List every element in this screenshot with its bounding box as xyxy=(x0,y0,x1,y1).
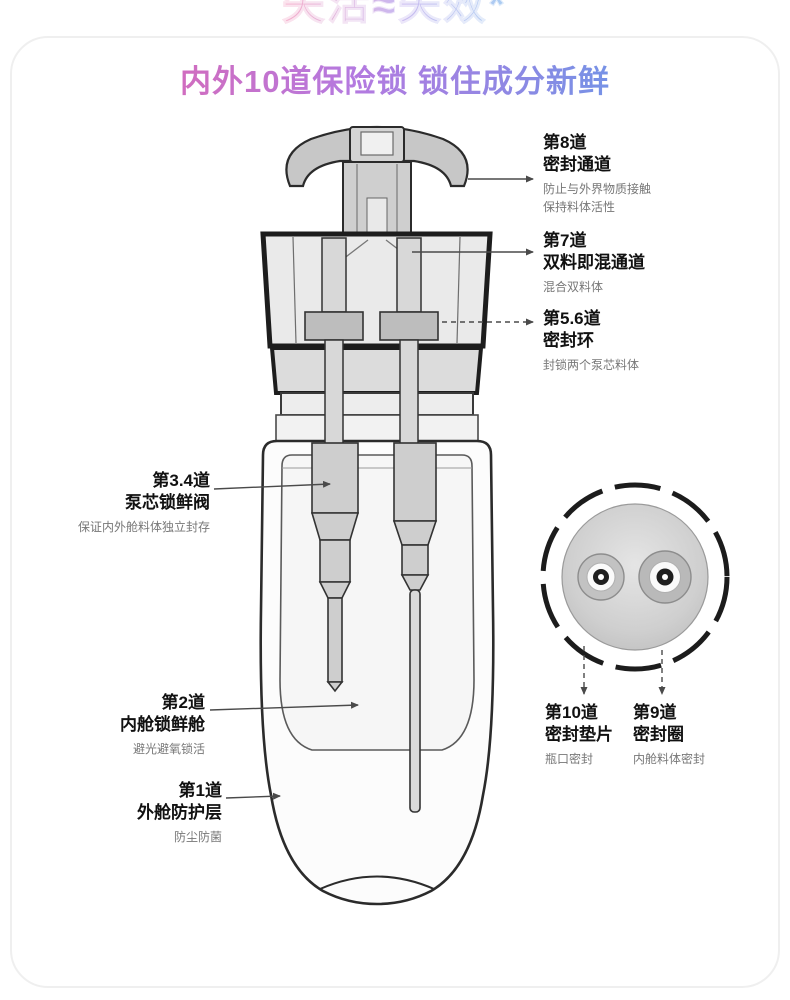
callout-lock34-name: 泵芯锁鲜阀 xyxy=(125,493,210,513)
callout-lock56-name: 密封环 xyxy=(543,331,594,351)
callout-lock8-title: 第8道 xyxy=(543,133,587,152)
top-tagline: 失活≈失效* xyxy=(282,0,507,26)
callout-lock8-name: 密封通道 xyxy=(543,155,611,175)
callout-lock10-desc1: 瓶口密封 xyxy=(545,752,594,767)
callout-lock8-desc1: 防止与外界物质接触 xyxy=(543,182,652,197)
callout-lock34-title: 第3.4道 xyxy=(152,471,210,490)
tagline-wrap: 失活≈失效* xyxy=(0,0,790,32)
callout-lock10-name: 密封垫片 xyxy=(545,725,613,745)
callout-lock7-name: 双料即混通道 xyxy=(543,253,645,273)
callout-lock2-name: 内舱锁鲜舱 xyxy=(120,715,205,735)
callout-lock8: 第8道 密封通道 防止与外界物质接触 保持料体活性 xyxy=(543,132,651,216)
callout-lock10-title: 第10道 xyxy=(545,703,598,722)
callout-lock1: 第1道 外舱防护层 防尘防菌 xyxy=(137,780,222,846)
callout-lock1-title: 第1道 xyxy=(178,781,222,800)
callout-lock56-title: 第5.6道 xyxy=(543,309,601,328)
callout-lock1-desc1: 防尘防菌 xyxy=(173,830,222,845)
callout-lock2-desc1: 避光避氧锁活 xyxy=(132,742,205,757)
callout-lock34-desc1: 保证内外舱料体独立封存 xyxy=(77,520,210,535)
callout-lock9: 第9道 密封圈 内舱料体密封 xyxy=(633,702,705,768)
callout-lock9-desc1: 内舱料体密封 xyxy=(633,752,706,767)
page-title: 内外10道保险锁 锁住成分新鲜 xyxy=(0,56,790,101)
callout-lock2-title: 第2道 xyxy=(161,693,205,712)
callout-lock56: 第5.6道 密封环 封锁两个泵芯料体 xyxy=(543,308,639,374)
callout-lock7-desc1: 混合双料体 xyxy=(543,280,604,295)
callout-lock56-desc1: 封锁两个泵芯料体 xyxy=(543,358,640,373)
callout-lock7-title: 第7道 xyxy=(543,231,587,250)
callout-lock10: 第10道 密封垫片 瓶口密封 xyxy=(545,702,613,768)
callout-lock2: 第2道 内舱锁鲜舱 避光避氧锁活 xyxy=(120,692,205,758)
callout-lock1-name: 外舱防护层 xyxy=(137,803,222,823)
callout-lock9-name: 密封圈 xyxy=(633,725,684,745)
callout-lock8-desc2: 保持料体活性 xyxy=(543,200,616,215)
callout-lock7: 第7道 双料即混通道 混合双料体 xyxy=(543,230,645,296)
callout-lock34: 第3.4道 泵芯锁鲜阀 保证内外舱料体独立封存 xyxy=(78,470,210,536)
callout-lock9-title: 第9道 xyxy=(633,703,677,722)
